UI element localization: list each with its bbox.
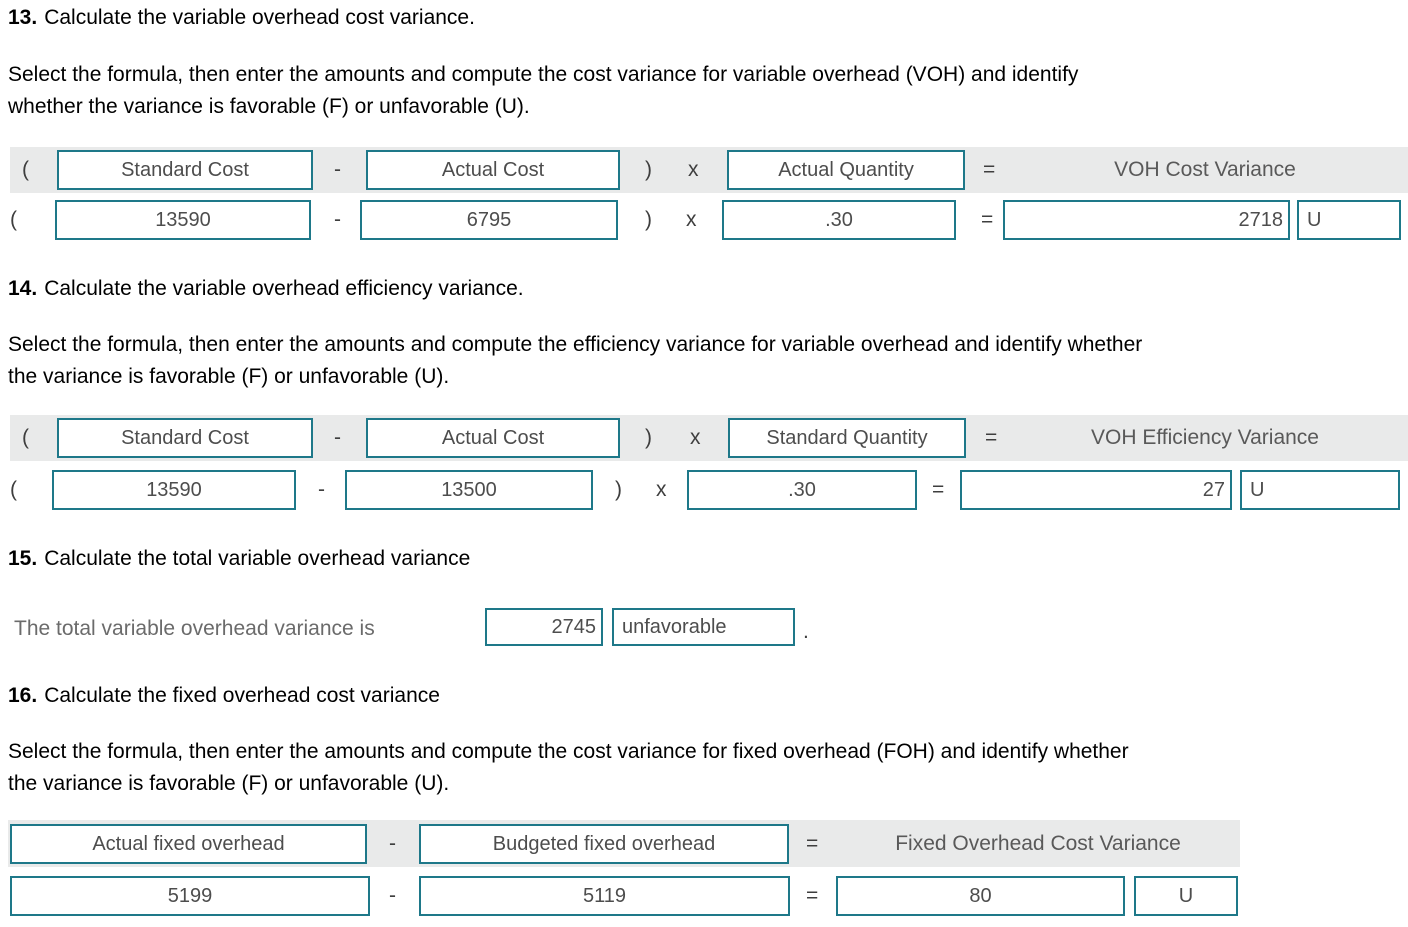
q16-amount2-input[interactable]: 5119 — [419, 876, 790, 916]
q16-result-input[interactable]: 80 — [836, 876, 1125, 916]
q14-result-label: VOH Efficiency Variance — [1091, 426, 1319, 449]
q13-instructions-line2: whether the variance is favorable (F) or… — [8, 95, 530, 118]
q14-amount2-input[interactable]: 13500 — [345, 470, 593, 510]
q14-favorable-flag-input[interactable]: U — [1240, 470, 1400, 510]
q16-minus-sign: - — [389, 832, 396, 855]
q13-close-paren: ) — [645, 158, 652, 181]
q13-amount1-input[interactable]: 13590 — [55, 200, 311, 240]
q14-input-open-paren: ( — [10, 478, 17, 501]
q13-instructions-line1: Select the formula, then enter the amoun… — [8, 63, 1079, 86]
q14-instructions-line2: the variance is favorable (F) or unfavor… — [8, 365, 450, 388]
q15-title-text: Calculate the total variable overhead va… — [44, 547, 471, 570]
q13-title-text: Calculate the variable overhead cost var… — [44, 6, 475, 29]
q16-result-label: Fixed Overhead Cost Variance — [895, 832, 1181, 855]
q15-title: 15. Calculate the total variable overhead… — [8, 547, 470, 571]
q16-instructions-line1: Select the formula, then enter the amoun… — [8, 740, 1129, 763]
q13-title: 13. Calculate the variable overhead cost … — [8, 6, 475, 30]
q13-term3-dropdown[interactable]: Actual Quantity — [727, 150, 965, 190]
q13-term1-dropdown[interactable]: Standard Cost — [57, 150, 313, 190]
q13-input-minus-sign: - — [334, 208, 341, 231]
q13-input-times-sign: x — [686, 208, 697, 231]
q13-number: 13. — [8, 6, 38, 29]
q13-amount3-input[interactable]: .30 — [722, 200, 956, 240]
q14-close-paren: ) — [645, 426, 652, 449]
q14-amount1-input[interactable]: 13590 — [52, 470, 296, 510]
q14-input-close-paren: ) — [615, 478, 622, 501]
q14-title-text: Calculate the variable overhead efficien… — [44, 277, 524, 300]
q16-term1-dropdown[interactable]: Actual fixed overhead — [10, 824, 367, 864]
q14-minus-sign: - — [334, 426, 341, 449]
q16-term2-dropdown[interactable]: Budgeted fixed overhead — [419, 824, 789, 864]
q13-amount2-input[interactable]: 6795 — [360, 200, 618, 240]
q16-instructions-line2: the variance is favorable (F) or unfavor… — [8, 772, 450, 795]
q14-equals-sign: = — [985, 426, 998, 449]
q13-times-sign: x — [688, 158, 699, 181]
q14-amount3-input[interactable]: .30 — [687, 470, 917, 510]
q15-number: 15. — [8, 547, 38, 570]
q14-times-sign: x — [690, 426, 701, 449]
q14-term3-dropdown[interactable]: Standard Quantity — [728, 418, 966, 458]
q14-title: 14. Calculate the variable overhead effic… — [8, 277, 524, 301]
q15-direction-dropdown[interactable]: unfavorable — [612, 608, 795, 646]
q14-input-equals-sign: = — [932, 478, 945, 501]
q16-equals-sign: = — [806, 832, 819, 855]
q16-favorable-flag-input[interactable]: U — [1134, 876, 1238, 916]
q16-number: 16. — [8, 684, 38, 707]
q14-term2-dropdown[interactable]: Actual Cost — [366, 418, 620, 458]
q13-favorable-flag-input[interactable]: U — [1297, 200, 1401, 240]
q13-term2-dropdown[interactable]: Actual Cost — [366, 150, 620, 190]
q15-sentence: The total variable overhead variance is — [14, 617, 375, 640]
q13-result-input[interactable]: 2718 — [1003, 200, 1290, 240]
q14-number: 14. — [8, 277, 38, 300]
q16-title: 16. Calculate the fixed overhead cost var… — [8, 684, 440, 708]
q16-amount1-input[interactable]: 5199 — [10, 876, 370, 916]
q15-amount-input[interactable]: 2745 — [485, 608, 603, 646]
q13-open-paren: ( — [22, 158, 29, 181]
q14-result-input[interactable]: 27 — [960, 470, 1232, 510]
q16-input-minus-sign: - — [389, 884, 396, 907]
q13-equals-sign: = — [983, 158, 996, 181]
q13-input-open-paren: ( — [10, 208, 17, 231]
q14-input-minus-sign: - — [318, 478, 325, 501]
q13-input-close-paren: ) — [645, 208, 652, 231]
q14-input-times-sign: x — [656, 478, 667, 501]
q16-input-equals-sign: = — [806, 884, 819, 907]
q13-minus-sign: - — [334, 158, 341, 181]
q15-period: . — [803, 620, 809, 643]
q14-open-paren: ( — [22, 426, 29, 449]
q13-result-label: VOH Cost Variance — [1114, 158, 1296, 181]
q13-input-equals-sign: = — [981, 208, 994, 231]
q14-instructions-line1: Select the formula, then enter the amoun… — [8, 333, 1143, 356]
q16-title-text: Calculate the fixed overhead cost varian… — [44, 684, 440, 707]
q14-term1-dropdown[interactable]: Standard Cost — [57, 418, 313, 458]
